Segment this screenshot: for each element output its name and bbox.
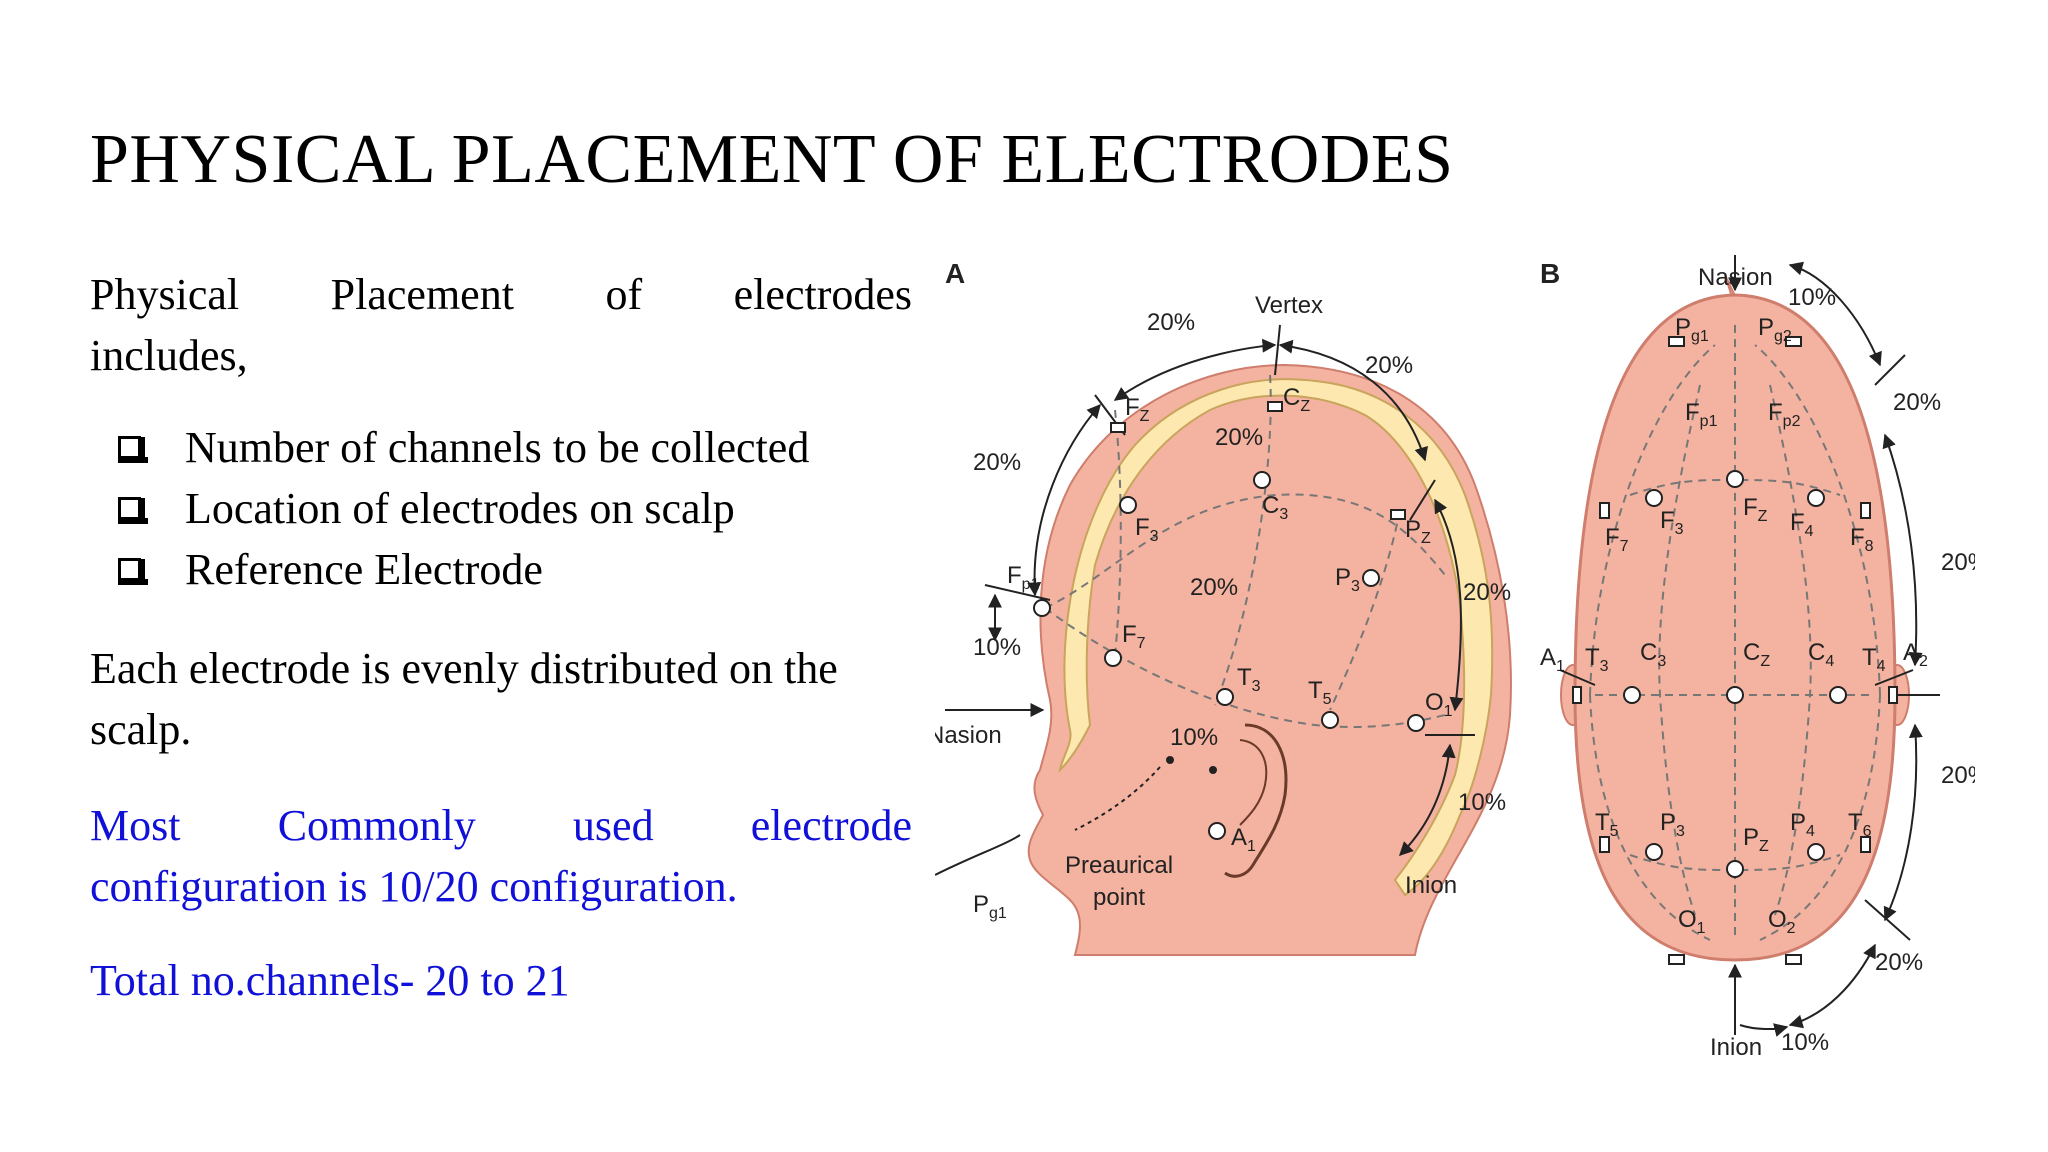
svg-text:CZ: CZ [1743, 639, 1770, 670]
panel-a-side-view: A [935, 258, 1512, 956]
config-line-2: configuration is 10/20 configuration. [90, 862, 738, 911]
svg-text:20%: 20% [1365, 352, 1413, 379]
svg-text:20%: 20% [1875, 949, 1923, 976]
checkbox-bullet-icon [118, 497, 148, 524]
intro-line-1: Physical Placement of electrodes [90, 264, 912, 325]
svg-text:20%: 20% [1941, 762, 1975, 789]
intro-word: electrodes [733, 270, 913, 319]
svg-text:FZ: FZ [1125, 394, 1150, 425]
panel-b-label: B [1540, 258, 1560, 289]
bullet-item: Number of channels to be collected [118, 417, 809, 478]
svg-text:A2: A2 [1903, 639, 1928, 670]
ear-outline [1224, 723, 1288, 878]
svg-text:10%: 10% [1788, 284, 1836, 311]
svg-text:P3: P3 [1335, 564, 1360, 595]
svg-text:point: point [1093, 884, 1145, 911]
electrode-labels-a: FZ CZ PZ Fp1 F3 C3 P3 F7 T3 T5 O1 A1 Pg1 [973, 384, 1453, 922]
svg-text:PZ: PZ [1405, 516, 1431, 547]
svg-text:T3: T3 [1585, 644, 1609, 675]
svg-text:T5: T5 [1308, 677, 1332, 708]
annotation-labels-b: Nasion Inion 10% 10% 20% 20% 20% 20% [1698, 264, 1975, 1061]
electrode-markers-b [1572, 336, 1898, 965]
svg-text:F7: F7 [1122, 621, 1146, 652]
svg-text:C3: C3 [1262, 492, 1288, 523]
top-head-outline [1573, 293, 1897, 962]
svg-text:Preaurical: Preaurical [1065, 852, 1173, 879]
svg-text:20%: 20% [1215, 424, 1263, 451]
svg-text:Nasion: Nasion [935, 722, 1002, 749]
config-word: electrode [750, 801, 912, 850]
grid-lines-b [1589, 325, 1881, 941]
bullet-text: Location of electrodes on scalp [185, 484, 735, 533]
svg-text:P3: P3 [1660, 809, 1685, 840]
electrode-labels-b: Pg1 Pg2 Fp1 Fp2 F7 F3 FZ F4 F8 A1 T3 C3 … [1540, 314, 1928, 937]
bullet-text: Reference Electrode [185, 545, 543, 594]
channel-count: Total no.channels- 20 to 21 [90, 956, 570, 1005]
svg-text:O1: O1 [1678, 906, 1706, 937]
svg-text:T4: T4 [1862, 644, 1886, 675]
svg-text:O2: O2 [1768, 906, 1796, 937]
svg-text:F3: F3 [1660, 507, 1684, 538]
svg-text:Fp1: Fp1 [1007, 562, 1040, 593]
distribution-line-2: scalp. [90, 705, 192, 754]
bullet-item: Reference Electrode [118, 539, 809, 600]
svg-text:F4: F4 [1790, 509, 1814, 540]
svg-text:20%: 20% [1893, 389, 1941, 416]
config-word: used [572, 801, 654, 850]
svg-text:F8: F8 [1850, 524, 1874, 555]
svg-text:Fp1: Fp1 [1685, 399, 1718, 430]
panel-b-top-view: B [1540, 255, 1975, 1061]
svg-text:20%: 20% [1463, 579, 1511, 606]
checkbox-bullet-icon [118, 436, 148, 463]
config-word: Commonly [277, 801, 476, 850]
svg-text:Pg1: Pg1 [1675, 314, 1709, 345]
svg-text:F7: F7 [1605, 524, 1629, 555]
config-word: Most [90, 801, 181, 850]
svg-text:C3: C3 [1640, 639, 1666, 670]
checkbox-bullet-icon [118, 558, 148, 585]
svg-text:20%: 20% [1190, 574, 1238, 601]
svg-text:T6: T6 [1848, 809, 1872, 840]
intro-word: of [605, 270, 643, 319]
svg-text:CZ: CZ [1283, 384, 1310, 415]
svg-text:20%: 20% [1147, 309, 1195, 336]
bullet-item: Location of electrodes on scalp [118, 478, 809, 539]
svg-text:Inion: Inion [1710, 1034, 1762, 1061]
annotation-labels-a: Vertex Nasion Inion Preaurical point 20%… [935, 292, 1511, 911]
svg-text:A1: A1 [1231, 824, 1256, 855]
svg-text:FZ: FZ [1743, 494, 1768, 525]
svg-text:Vertex: Vertex [1255, 292, 1323, 319]
svg-text:20%: 20% [1941, 549, 1975, 576]
svg-text:C4: C4 [1808, 639, 1834, 670]
svg-text:Pg1: Pg1 [973, 891, 1007, 922]
svg-text:Inion: Inion [1405, 872, 1457, 899]
svg-text:10%: 10% [1458, 789, 1506, 816]
svg-text:F3: F3 [1135, 514, 1159, 545]
svg-text:10%: 10% [1781, 1029, 1829, 1056]
svg-text:P4: P4 [1790, 809, 1815, 840]
svg-text:Fp2: Fp2 [1768, 399, 1801, 430]
config-line-1: Most Commonly used electrode [90, 795, 912, 856]
svg-text:10%: 10% [1170, 724, 1218, 751]
slide-title: PHYSICAL PLACEMENT OF ELECTRODES [90, 121, 1454, 198]
electrode-markers-a [1033, 401, 1425, 840]
svg-text:O1: O1 [1425, 689, 1453, 720]
svg-text:20%: 20% [973, 449, 1021, 476]
intro-line-2: includes, [90, 331, 248, 380]
svg-text:10%: 10% [973, 634, 1021, 661]
panel-a-label: A [945, 258, 965, 289]
svg-text:T5: T5 [1595, 809, 1619, 840]
bullet-text: Number of channels to be collected [185, 423, 810, 472]
distribution-line-1: Each electrode is evenly distributed on … [90, 644, 838, 693]
bullet-list: Number of channels to be collected Locat… [118, 417, 809, 600]
svg-text:PZ: PZ [1743, 824, 1769, 855]
ear-inner [1239, 739, 1268, 826]
intro-word: Placement [330, 270, 514, 319]
svg-text:T3: T3 [1237, 664, 1261, 695]
svg-text:A1: A1 [1540, 644, 1565, 675]
electrode-placement-figure: A [935, 255, 1975, 1061]
svg-text:Nasion: Nasion [1698, 264, 1773, 291]
intro-word: Physical [90, 270, 240, 319]
svg-text:Pg2: Pg2 [1758, 314, 1792, 345]
